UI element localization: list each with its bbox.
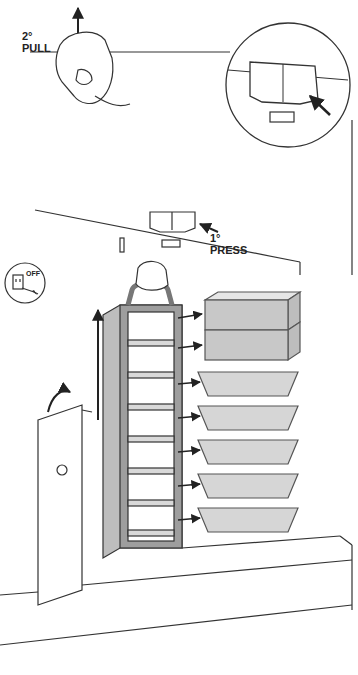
power-off-badge: OFF — [4, 262, 46, 304]
badge-outline — [4, 262, 46, 304]
lift-arrow — [97, 310, 99, 420]
rack — [103, 261, 182, 558]
hand-finger — [95, 96, 130, 106]
hand — [56, 32, 113, 103]
step-label: 1° PRESS — [210, 232, 258, 256]
press-arrow — [200, 224, 218, 232]
latch — [150, 212, 195, 247]
detail-zoom — [226, 23, 350, 147]
tray-arrows — [178, 314, 202, 520]
base — [0, 536, 352, 645]
switch-state: OFF — [26, 270, 40, 277]
side-panel — [38, 391, 92, 605]
trays — [198, 292, 300, 532]
step-label: 2° PULL — [22, 30, 58, 54]
